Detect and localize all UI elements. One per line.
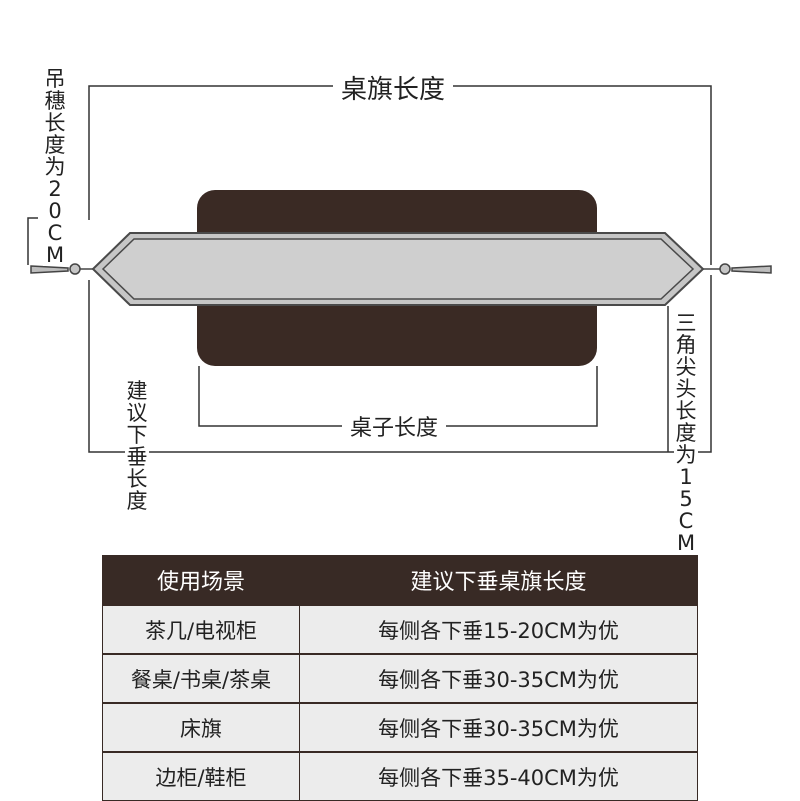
drop-cell: 每侧各下垂30-35CM为优 — [299, 653, 698, 704]
table-length-label: 桌子长度 — [342, 410, 447, 442]
drop-length-table: 使用场景 建议下垂桌旗长度 茶几/电视柜 每侧各下垂15-20CM为优 餐桌/书… — [102, 555, 698, 801]
header-drop: 建议下垂桌旗长度 — [299, 555, 698, 606]
flag-length-label: 桌旗长度 — [333, 69, 454, 106]
tassel-length-label: 吊穗长度为20CM — [43, 67, 67, 267]
table-row: 茶几/电视柜 每侧各下垂15-20CM为优 — [102, 604, 698, 655]
table-row: 餐桌/书桌/茶桌 每侧各下垂30-35CM为优 — [102, 653, 698, 704]
drop-length-dimension-line — [88, 275, 712, 453]
drop-cell: 每侧各下垂15-20CM为优 — [299, 604, 698, 655]
right-tassel — [731, 265, 772, 274]
triangle-tip-label: 三角尖头长度为15CM — [674, 311, 698, 555]
table-runner-inner-border — [101, 238, 695, 300]
scene-cell: 餐桌/书桌/茶桌 — [102, 653, 300, 704]
suggested-drop-label: 建议下垂长度 — [125, 379, 149, 513]
left-tassel-bead — [69, 263, 81, 275]
table-header-row: 使用场景 建议下垂桌旗长度 — [102, 555, 698, 606]
table-row: 床旗 每侧各下垂30-35CM为优 — [102, 702, 698, 753]
drop-cell: 每侧各下垂30-35CM为优 — [299, 702, 698, 753]
tassel-length-bracket — [27, 217, 38, 265]
scene-cell: 床旗 — [102, 702, 300, 753]
scene-cell: 边柜/鞋柜 — [102, 751, 300, 801]
table-runner-diagram — [27, 85, 772, 453]
header-scene: 使用场景 — [102, 555, 300, 606]
table-row: 边柜/鞋柜 每侧各下垂35-40CM为优 — [102, 751, 698, 801]
drop-cell: 每侧各下垂35-40CM为优 — [299, 751, 698, 801]
scene-cell: 茶几/电视柜 — [102, 604, 300, 655]
right-tassel-bead — [719, 263, 731, 275]
left-tassel — [30, 265, 69, 274]
